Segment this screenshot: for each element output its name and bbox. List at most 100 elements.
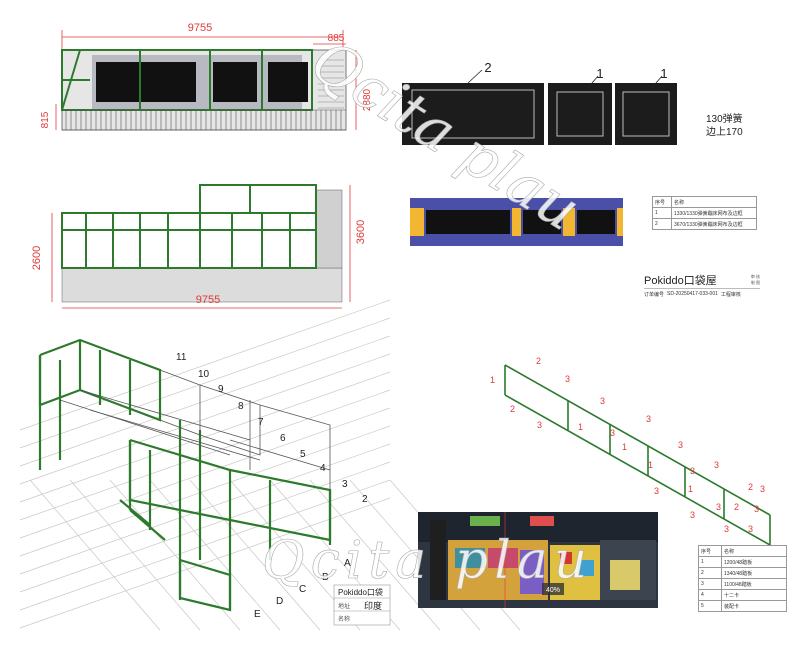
parts-no: 3 bbox=[698, 578, 722, 590]
parts-name: 1340/48踏板 bbox=[721, 567, 787, 579]
top-elevation: 9755 885 2880 815 bbox=[40, 22, 373, 131]
rail-part-label: 1 bbox=[622, 442, 627, 452]
parts-no: 序号 bbox=[698, 545, 722, 557]
rail-part-label: 2 bbox=[748, 482, 753, 492]
dim-right-width: 885 bbox=[328, 33, 345, 44]
grid-line bbox=[19, 317, 391, 449]
engineering-review: 工程审核 bbox=[720, 292, 741, 298]
grid-line bbox=[19, 461, 391, 593]
iso-axis-number: 4 bbox=[320, 463, 326, 474]
parts-row: 序号名称 bbox=[698, 545, 787, 557]
iso-box-label-1: 地址 bbox=[338, 602, 350, 610]
parts-no: 2 bbox=[698, 567, 722, 579]
color-elevation bbox=[410, 198, 623, 246]
title-block-review: 审 核 bbox=[750, 274, 760, 279]
rail-part-label: 3 bbox=[760, 484, 765, 494]
watermark-2: Qcita plau bbox=[262, 531, 593, 591]
rail-part-label: 3 bbox=[724, 524, 729, 534]
spec-header-no: 序号 bbox=[652, 196, 672, 208]
rail-part-label: 2 bbox=[734, 502, 739, 512]
iso-axis-number: 11 bbox=[176, 352, 187, 363]
iso-letter-b: B bbox=[322, 572, 329, 583]
rail-part-label: 3 bbox=[565, 374, 570, 384]
grid-line bbox=[109, 479, 241, 631]
rail-part-label: 1 bbox=[490, 375, 495, 385]
grid-line bbox=[19, 353, 391, 485]
iso-box-title: Pokiddo口袋 bbox=[338, 587, 383, 597]
grid-line bbox=[189, 479, 321, 631]
iso-letter-c: C bbox=[299, 584, 306, 595]
spring-note-line2: 边上170 bbox=[706, 126, 743, 138]
parts-name: 十二卡 bbox=[721, 589, 787, 601]
render-view: 40% bbox=[418, 512, 658, 608]
rail-part-label: 3 bbox=[610, 428, 615, 438]
grid-line bbox=[19, 335, 391, 467]
rail-part-label: 3 bbox=[678, 440, 683, 450]
spec-row-1-name: 1330/1330弹簧蹦床网布及边框 bbox=[671, 207, 757, 219]
trampoline-panels: 2 1 1 130弹簧 边上170 bbox=[402, 60, 743, 145]
grid-line bbox=[19, 299, 391, 431]
rail-part-label: 3 bbox=[537, 420, 542, 430]
rail-part-label: 3 bbox=[600, 396, 605, 406]
zoom-badge: 40% bbox=[546, 587, 560, 594]
rail-part-label: 3 bbox=[748, 524, 753, 534]
rail-part-label: 2 bbox=[510, 404, 515, 414]
iso-letter-d: D bbox=[276, 596, 283, 607]
grid-line bbox=[19, 425, 391, 557]
rail-part-label: 3 bbox=[646, 414, 651, 424]
title-block-draw: 制 图 bbox=[750, 280, 760, 285]
dim-height: 2880 bbox=[362, 88, 373, 111]
rail-part-label: 2 bbox=[536, 356, 541, 366]
iso-axis-number: 2 bbox=[362, 494, 368, 505]
rail-part-label: 1 bbox=[648, 460, 653, 470]
parts-no: 4 bbox=[698, 589, 722, 601]
title-block: Pokiddo口袋屋 审 核 制 图 订单编号 SD-20250417-033-… bbox=[644, 272, 760, 298]
side-elevation: 2600 3600 9755 bbox=[31, 184, 367, 309]
grid-line bbox=[19, 497, 391, 629]
rail-part-label: 3 bbox=[754, 504, 759, 514]
parts-name: 1200/48踏板 bbox=[721, 556, 787, 568]
iso-box-label-2: 名称 bbox=[338, 615, 350, 623]
spring-note-line1: 130弹簧 bbox=[706, 112, 743, 125]
rail-part-label: 3 bbox=[716, 502, 721, 512]
iso-axis-number: 3 bbox=[342, 479, 348, 490]
spec-row-1-no: 1 bbox=[652, 207, 672, 219]
iso-axis-number: 9 bbox=[218, 384, 224, 395]
dim-low-height: 815 bbox=[40, 111, 51, 128]
parts-no: 1 bbox=[698, 556, 722, 568]
rail-part-label: 1 bbox=[688, 484, 693, 494]
grid-line bbox=[149, 479, 281, 631]
spec-header-name: 名称 bbox=[671, 196, 757, 208]
grid-line bbox=[19, 407, 391, 539]
grid-line bbox=[69, 479, 201, 631]
dim-total-width: 9755 bbox=[188, 22, 212, 34]
grid-line bbox=[19, 443, 391, 575]
rail-part-label: 1 bbox=[578, 422, 583, 432]
order-label: 订单编号 bbox=[644, 292, 665, 298]
parts-no: 5 bbox=[698, 600, 722, 612]
iso-box-value-1: 印度 bbox=[364, 600, 382, 611]
rail-part-label: 3 bbox=[654, 486, 659, 496]
iso-letter-a: A bbox=[344, 558, 351, 569]
iso-axis-number: 5 bbox=[300, 449, 306, 460]
rail-part-label: 3 bbox=[690, 466, 695, 476]
dim-side-width: 9755 bbox=[196, 294, 220, 306]
parts-name: 1100/48踏板 bbox=[721, 578, 787, 590]
parts-name: 名称 bbox=[721, 545, 787, 557]
dim-left-height: 2600 bbox=[31, 246, 43, 270]
grid-line bbox=[29, 479, 161, 631]
iso-axis-number: 7 bbox=[258, 417, 264, 428]
callout-panel-2: 2 bbox=[484, 60, 491, 75]
spec-row-2-no: 2 bbox=[652, 218, 672, 230]
dim-right-height: 3600 bbox=[355, 220, 367, 244]
